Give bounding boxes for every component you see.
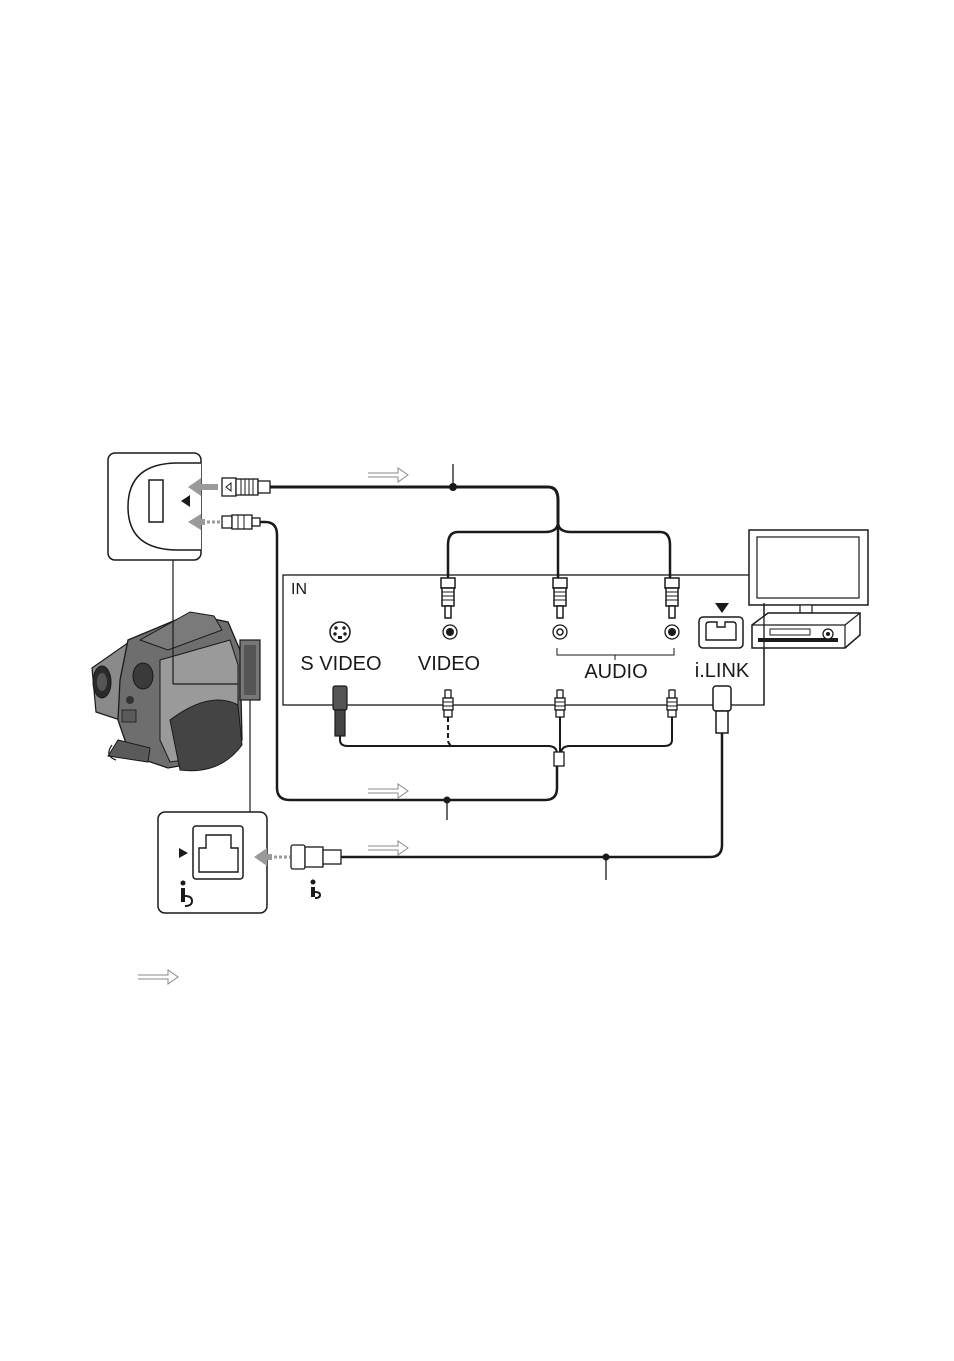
av-connector-inset [108, 453, 201, 560]
arrow-marker-icon [715, 603, 729, 613]
camcorder-icon [92, 612, 260, 771]
audio-left-plug-bottom [555, 690, 565, 717]
tv-vcr-input-panel: IN S VIDEO VIDEO AUDIO [283, 575, 764, 705]
s-video-label: S VIDEO [300, 653, 381, 675]
ilink-jack [699, 603, 743, 648]
video-plug [441, 578, 455, 618]
ilink-logo-icon [311, 880, 321, 899]
audio-label: AUDIO [584, 661, 647, 683]
audio-left-plug [553, 578, 567, 618]
signal-flow-arrow-icon [368, 468, 408, 482]
signal-flow-arrow-icon [368, 784, 408, 798]
vcr-icon [752, 613, 860, 648]
video-jack [443, 625, 457, 639]
av-cable-plug-alt [222, 515, 260, 529]
audio-right-plug-bottom [667, 690, 677, 717]
legend-signal-flow-icon [138, 970, 178, 984]
lower-av-cable [340, 717, 672, 766]
audio-right-jack [665, 625, 679, 639]
s-video-jack [330, 622, 350, 642]
audio-right-plug [665, 578, 679, 618]
av-cable-plug [222, 478, 270, 496]
in-label: IN [291, 581, 307, 598]
av-cable [270, 464, 670, 578]
video-plug-bottom [443, 690, 453, 717]
ilink-label: i.LINK [695, 660, 750, 682]
ilink-cable-plug [291, 845, 341, 869]
audio-left-jack [553, 625, 567, 639]
dv-port-inset [158, 812, 267, 913]
s-video-plug [333, 686, 347, 736]
signal-flow-arrow-icon [368, 841, 408, 855]
video-label: VIDEO [418, 653, 480, 675]
tv-icon [749, 530, 868, 613]
